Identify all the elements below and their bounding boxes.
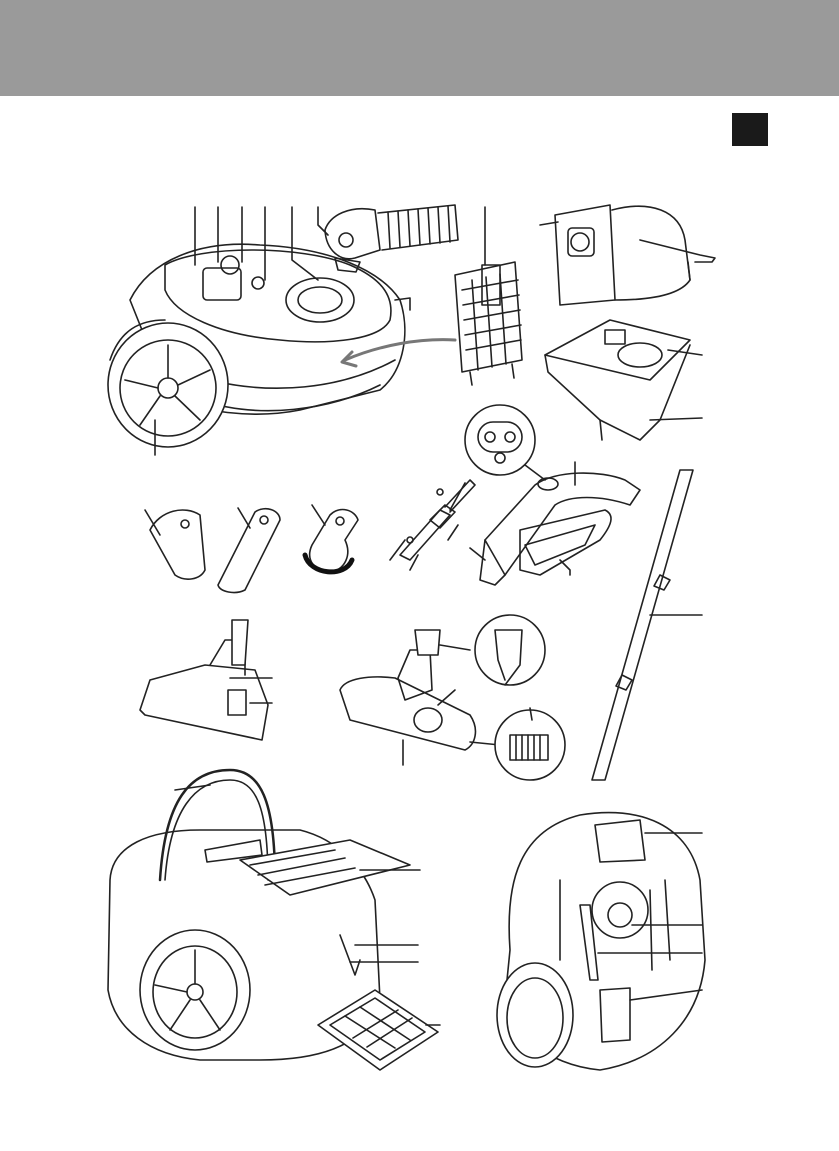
floor-nozzle-figure [140, 620, 272, 740]
multi-nozzle-figure [340, 630, 500, 765]
rear-view-figure [108, 770, 420, 1060]
motor-filter-figure [455, 207, 522, 385]
crevice-tool-figure [218, 508, 280, 592]
upholstery-nozzle-figure [145, 510, 205, 579]
hepa-filter-figure [318, 990, 440, 1070]
dusting-brush-figure [305, 505, 358, 572]
nozzle-detail-circle-2 [495, 708, 565, 780]
dust-bag-figure [540, 205, 715, 305]
side-view-figure [497, 813, 705, 1070]
hose-connector-figure [318, 205, 458, 272]
hose-handle-figure [470, 462, 640, 585]
nozzle-detail-circle-1 [475, 615, 545, 685]
vacuum-body-figure [108, 207, 455, 455]
tube-coupling-figure [390, 480, 475, 570]
header-band [0, 0, 839, 96]
language-tab [732, 113, 768, 146]
telescopic-tube-figure [592, 470, 702, 780]
handle-buttons-detail-figure [465, 405, 545, 480]
bag-holder-figure [545, 320, 702, 440]
